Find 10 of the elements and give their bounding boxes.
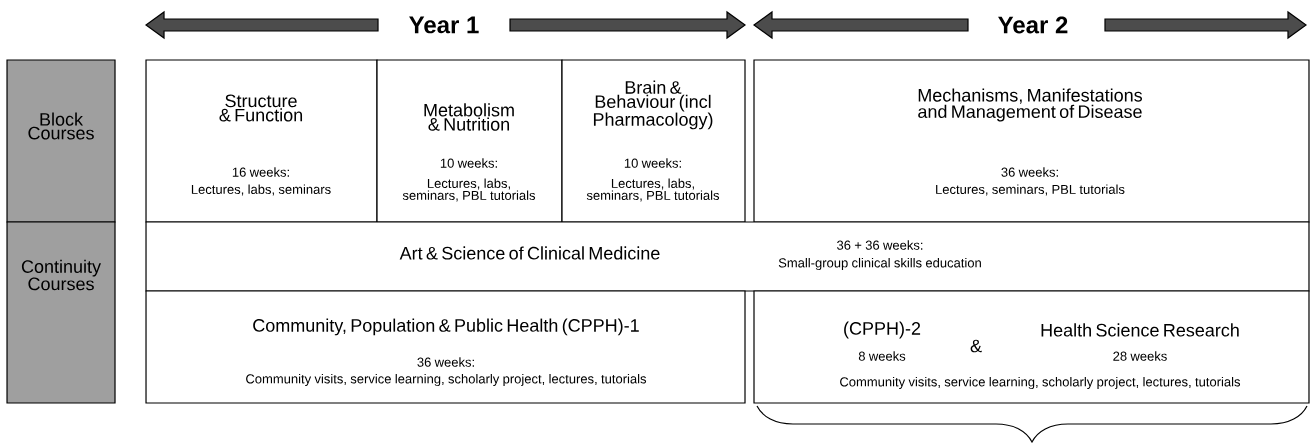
course-box: Brain & Behaviour (incl Pharmacology) 10 weeks: Lectures, labs, seminars, PBL tutorials bbox=[561, 59, 746, 223]
course-box: Community, Population & Public Health (CPPH)-1 36 weeks: Community visits, service learning, scholarly project, lectures, tutorials bbox=[145, 290, 746, 404]
course-box: (CPPH)-2 8 weeks & Health Science Research 28 weeks Community visits, service learning, scholarly project, lectures, tutorials bbox=[753, 290, 1310, 404]
row-header: Block Courses bbox=[6, 59, 116, 223]
course-box: Mechanisms, Manifestations and Management of Disease 36 weeks: Lectures, seminars, PBL tutorials bbox=[753, 59, 1310, 223]
year-label: Year 1 bbox=[409, 16, 479, 34]
row-header: Continuity Courses bbox=[6, 221, 116, 404]
year-label: Year 2 bbox=[998, 16, 1068, 34]
course-box: Structure & Function 16 weeks: Lectures, labs, seminars bbox=[145, 59, 378, 223]
course-box: Metabolism & Nutrition 10 weeks: Lectures, labs, seminars, PBL tutorials bbox=[376, 59, 563, 223]
